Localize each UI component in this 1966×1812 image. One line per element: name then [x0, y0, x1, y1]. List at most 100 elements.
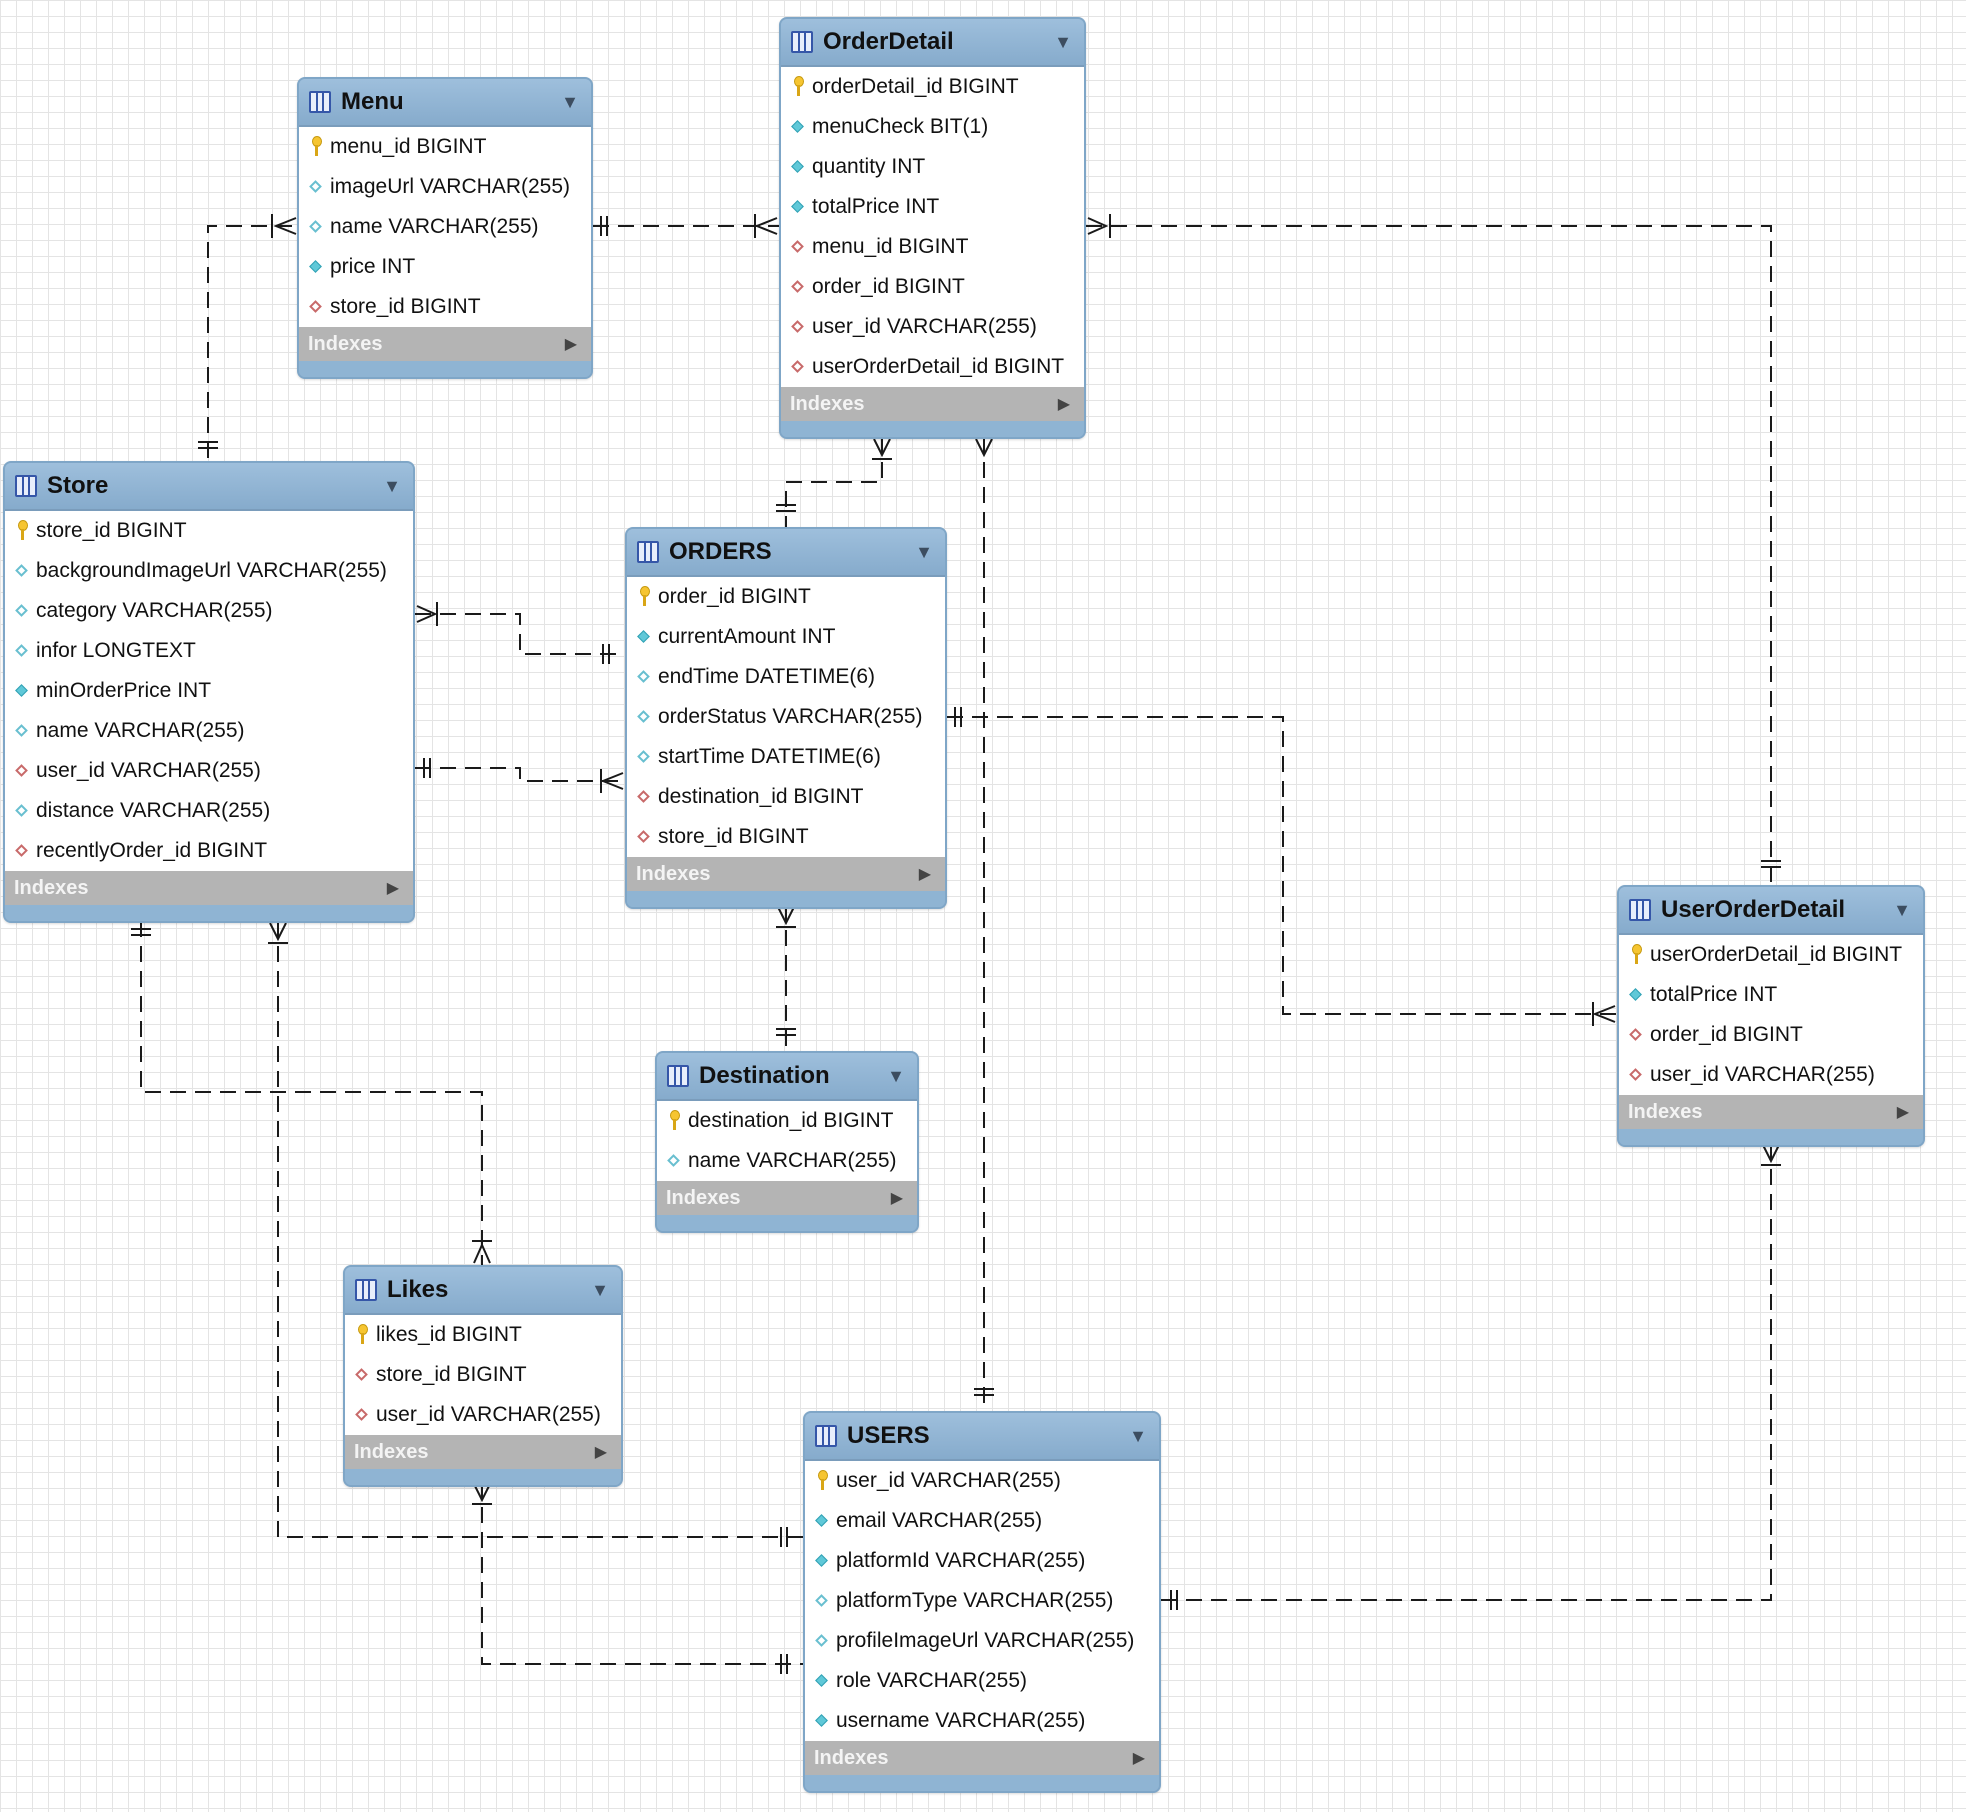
table-header[interactable]: Likes ▼: [345, 1267, 621, 1315]
expand-arrow-icon[interactable]: ▶: [918, 866, 931, 883]
indexes-section[interactable]: Indexes ▶: [657, 1181, 917, 1215]
column-row[interactable]: totalPrice INT: [781, 187, 1084, 227]
column-row[interactable]: user_id VARCHAR(255): [805, 1461, 1159, 1501]
column-row[interactable]: minOrderPrice INT: [5, 671, 413, 711]
column-row[interactable]: destination_id BIGINT: [657, 1101, 917, 1141]
column-row[interactable]: infor LONGTEXT: [5, 631, 413, 671]
column-row[interactable]: startTime DATETIME(6): [627, 737, 945, 777]
column-row[interactable]: store_id BIGINT: [627, 817, 945, 857]
column-row[interactable]: quantity INT: [781, 147, 1084, 187]
collapse-triangle-icon[interactable]: ▼: [561, 91, 579, 112]
table-header[interactable]: UserOrderDetail ▼: [1619, 887, 1923, 935]
one-mandatory-marker: [954, 707, 962, 727]
collapse-triangle-icon[interactable]: ▼: [915, 541, 933, 562]
column-row[interactable]: userOrderDetail_id BIGINT: [1619, 935, 1923, 975]
column-row[interactable]: menu_id BIGINT: [781, 227, 1084, 267]
not-null-column-icon: [815, 1554, 829, 1568]
column-row[interactable]: orderStatus VARCHAR(255): [627, 697, 945, 737]
table-likes[interactable]: Likes ▼ likes_id BIGINT store_id BIGINT …: [343, 1265, 623, 1487]
column-label: price INT: [330, 255, 416, 278]
table-menu[interactable]: Menu ▼ menu_id BIGINT imageUrl VARCHAR(2…: [297, 77, 593, 379]
column-row[interactable]: profileImageUrl VARCHAR(255): [805, 1621, 1159, 1661]
collapse-triangle-icon[interactable]: ▼: [1129, 1425, 1147, 1446]
column-row[interactable]: imageUrl VARCHAR(255): [299, 167, 591, 207]
column-row[interactable]: name VARCHAR(255): [657, 1141, 917, 1181]
table-orders[interactable]: ORDERS ▼ order_id BIGINT currentAmount I…: [625, 527, 947, 909]
column-row[interactable]: totalPrice INT: [1619, 975, 1923, 1015]
collapse-triangle-icon[interactable]: ▼: [1054, 31, 1072, 52]
expand-arrow-icon[interactable]: ▶: [594, 1444, 607, 1461]
expand-arrow-icon[interactable]: ▶: [1132, 1750, 1145, 1767]
column-row[interactable]: backgroundImageUrl VARCHAR(255): [5, 551, 413, 591]
many-marker: [268, 922, 288, 944]
table-userorderdetail[interactable]: UserOrderDetail ▼ userOrderDetail_id BIG…: [1617, 885, 1925, 1147]
column-row[interactable]: endTime DATETIME(6): [627, 657, 945, 697]
column-row[interactable]: user_id VARCHAR(255): [5, 751, 413, 791]
indexes-section[interactable]: Indexes ▶: [5, 871, 413, 905]
column-row[interactable]: order_id BIGINT: [627, 577, 945, 617]
column-row[interactable]: userOrderDetail_id BIGINT: [781, 347, 1084, 387]
not-null-column-icon: [791, 120, 805, 134]
table-orderdetail[interactable]: OrderDetail ▼ orderDetail_id BIGINT menu…: [779, 17, 1086, 439]
table-footer: [627, 891, 945, 907]
column-row[interactable]: name VARCHAR(255): [299, 207, 591, 247]
table-destination[interactable]: Destination ▼ destination_id BIGINT name…: [655, 1051, 919, 1233]
column-row[interactable]: name VARCHAR(255): [5, 711, 413, 751]
column-row[interactable]: destination_id BIGINT: [627, 777, 945, 817]
relationship-line: [785, 437, 883, 527]
column-row[interactable]: user_id VARCHAR(255): [345, 1395, 621, 1435]
table-header[interactable]: USERS ▼: [805, 1413, 1159, 1461]
column-row[interactable]: role VARCHAR(255): [805, 1661, 1159, 1701]
column-row[interactable]: store_id BIGINT: [5, 511, 413, 551]
column-row[interactable]: store_id BIGINT: [299, 287, 591, 327]
indexes-section[interactable]: Indexes ▶: [627, 857, 945, 891]
column-row[interactable]: currentAmount INT: [627, 617, 945, 657]
table-header[interactable]: Store ▼: [5, 463, 413, 511]
column-row[interactable]: orderDetail_id BIGINT: [781, 67, 1084, 107]
expand-arrow-icon[interactable]: ▶: [890, 1190, 903, 1207]
column-row[interactable]: menu_id BIGINT: [299, 127, 591, 167]
expand-arrow-icon[interactable]: ▶: [1057, 396, 1070, 413]
indexes-label: Indexes: [636, 862, 711, 885]
table-header[interactable]: ORDERS ▼: [627, 529, 945, 577]
column-row[interactable]: store_id BIGINT: [345, 1355, 621, 1395]
table-users[interactable]: USERS ▼ user_id VARCHAR(255) email VARCH…: [803, 1411, 1161, 1793]
column-list: orderDetail_id BIGINT menuCheck BIT(1) q…: [781, 67, 1084, 387]
column-row[interactable]: menuCheck BIT(1): [781, 107, 1084, 147]
column-row[interactable]: email VARCHAR(255): [805, 1501, 1159, 1541]
column-row[interactable]: recentlyOrder_id BIGINT: [5, 831, 413, 871]
collapse-triangle-icon[interactable]: ▼: [1893, 899, 1911, 920]
column-row[interactable]: order_id BIGINT: [781, 267, 1084, 307]
foreign-key-icon: [1629, 1028, 1643, 1042]
table-header[interactable]: OrderDetail ▼: [781, 19, 1084, 67]
indexes-section[interactable]: Indexes ▶: [345, 1435, 621, 1469]
expand-arrow-icon[interactable]: ▶: [1896, 1104, 1909, 1121]
expand-arrow-icon[interactable]: ▶: [564, 336, 577, 353]
column-row[interactable]: platformId VARCHAR(255): [805, 1541, 1159, 1581]
expand-arrow-icon[interactable]: ▶: [386, 880, 399, 897]
indexes-section[interactable]: Indexes ▶: [299, 327, 591, 361]
column-row[interactable]: user_id VARCHAR(255): [781, 307, 1084, 347]
column-row[interactable]: platformType VARCHAR(255): [805, 1581, 1159, 1621]
indexes-section[interactable]: Indexes ▶: [781, 387, 1084, 421]
column-row[interactable]: category VARCHAR(255): [5, 591, 413, 631]
collapse-triangle-icon[interactable]: ▼: [383, 475, 401, 496]
column-row[interactable]: user_id VARCHAR(255): [1619, 1055, 1923, 1095]
collapse-triangle-icon[interactable]: ▼: [591, 1279, 609, 1300]
indexes-section[interactable]: Indexes ▶: [805, 1741, 1159, 1775]
column-row[interactable]: price INT: [299, 247, 591, 287]
collapse-triangle-icon[interactable]: ▼: [887, 1065, 905, 1086]
nullable-column-icon: [815, 1594, 829, 1608]
table-name: Destination: [699, 1062, 830, 1089]
column-row[interactable]: username VARCHAR(255): [805, 1701, 1159, 1741]
many-marker: [754, 214, 778, 238]
table-store[interactable]: Store ▼ store_id BIGINT backgroundImageU…: [3, 461, 415, 923]
column-row[interactable]: likes_id BIGINT: [345, 1315, 621, 1355]
table-header[interactable]: Destination ▼: [657, 1053, 917, 1101]
column-row[interactable]: distance VARCHAR(255): [5, 791, 413, 831]
column-label: menuCheck BIT(1): [812, 115, 989, 138]
indexes-section[interactable]: Indexes ▶: [1619, 1095, 1923, 1129]
table-header[interactable]: Menu ▼: [299, 79, 591, 127]
column-row[interactable]: order_id BIGINT: [1619, 1015, 1923, 1055]
column-label: user_id VARCHAR(255): [812, 315, 1037, 338]
